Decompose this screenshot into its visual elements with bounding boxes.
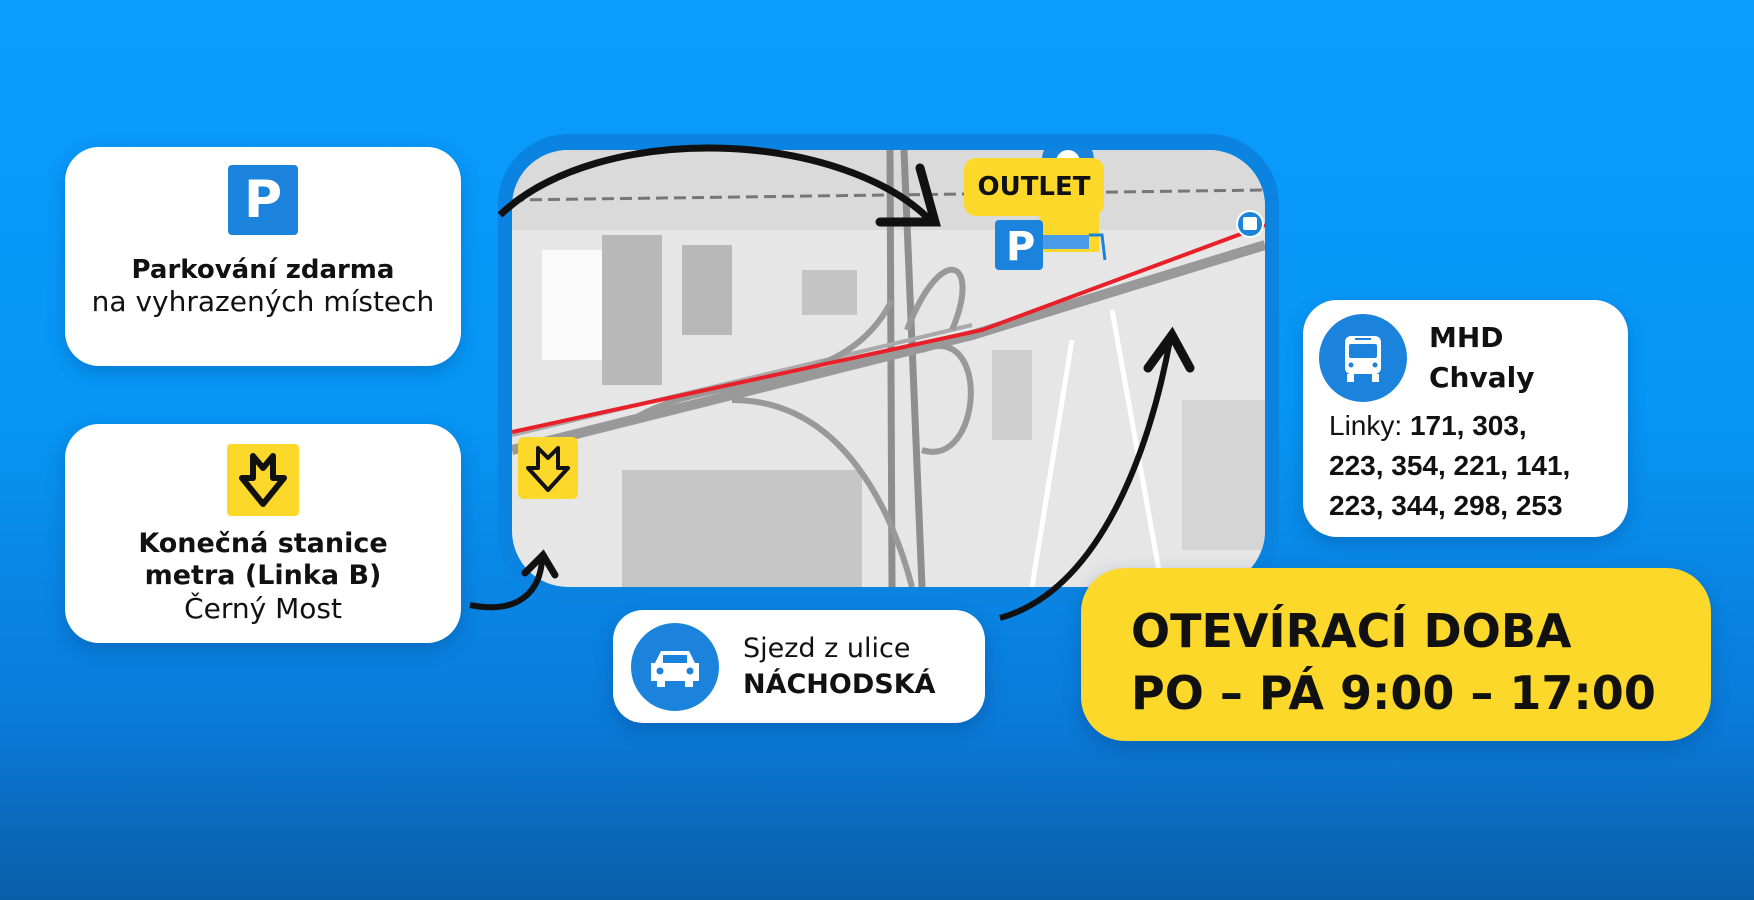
mhd-card: MHD Chvaly Linky: 171, 303, 223, 354, 22… <box>1303 300 1628 537</box>
metro-title-2: metra (Linka B) <box>144 560 382 591</box>
outlet-label: OUTLET <box>964 158 1104 216</box>
mhd-title-2: Chvaly <box>1429 361 1535 394</box>
svg-text:P: P <box>1006 224 1035 270</box>
parking-title: Parkování zdarma <box>131 255 395 285</box>
map-roads: P <box>512 150 1265 587</box>
mhd-lines-3: 223, 344, 298, 253 <box>1329 490 1563 521</box>
route-line <box>512 223 1265 434</box>
opening-hours-card: OTEVÍRACÍ DOBA PO – PÁ 9:00 – 17:00 <box>1081 568 1711 741</box>
car-line-2: NÁCHODSKÁ <box>743 668 936 700</box>
mhd-title-1: MHD <box>1429 321 1504 354</box>
map-frame: P <box>498 134 1279 604</box>
parking-letter: P <box>243 170 283 230</box>
car-icon <box>631 622 719 711</box>
mhd-lines-1: 171, 303, <box>1409 410 1527 441</box>
mhd-lines-2: 223, 354, 221, 141, <box>1329 450 1571 481</box>
hours-title: OTEVÍRACÍ DOBA <box>1131 604 1572 658</box>
bus-icon <box>1319 314 1407 402</box>
car-exit-card: Sjezd z ulice NÁCHODSKÁ <box>613 610 985 723</box>
map[interactable]: P <box>512 150 1265 587</box>
parking-icon: P <box>228 165 298 235</box>
mhd-lines-label: Linky: <box>1329 410 1403 441</box>
hours-time: PO – PÁ 9:00 – 17:00 <box>1131 666 1656 720</box>
metro-card: Konečná stanice metra (Linka B) Černý Mo… <box>65 424 461 643</box>
parking-subtitle: na vyhrazených místech <box>91 285 435 318</box>
parking-card: P Parkování zdarma na vyhrazených místec… <box>65 147 461 366</box>
metro-icon <box>227 444 299 516</box>
car-line-1: Sjezd z ulice <box>743 632 911 664</box>
metro-title-1: Konečná stanice <box>138 528 388 559</box>
metro-subtitle: Černý Most <box>184 592 342 625</box>
